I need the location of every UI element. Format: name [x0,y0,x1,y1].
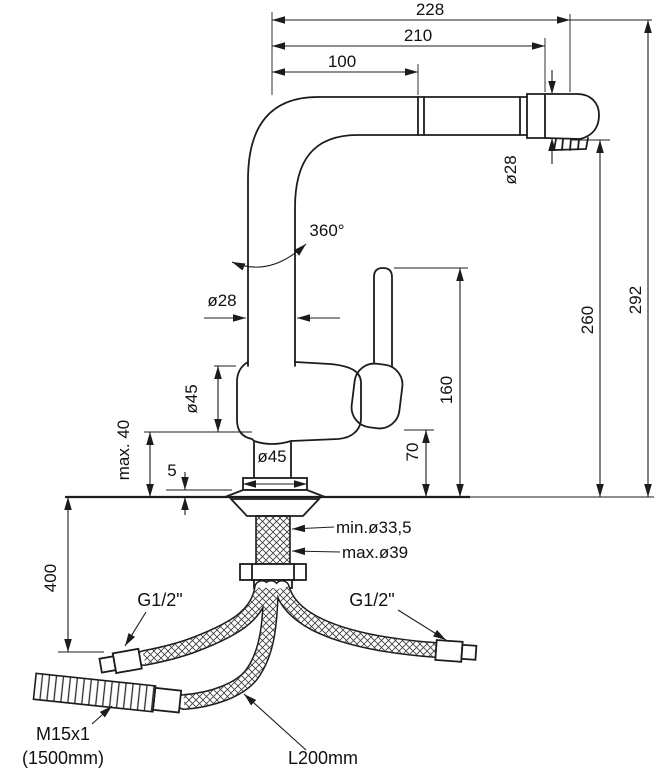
hose-fitting-right [434,639,478,663]
dim-160-label: 160 [437,376,456,404]
g-half-right-label: G1/2" [349,590,394,610]
dim-70-label: 70 [403,443,422,462]
max-40-label: max. 40 [114,420,133,480]
dim-100-label: 100 [328,52,356,71]
mounting-nut [239,563,307,581]
spray-head [544,93,600,151]
g-half-left-label: G1/2" [137,590,182,610]
dim-228-label: 228 [416,0,444,19]
dia-45-body-label: ø45 [182,384,201,413]
dia-28-spray-label: ø28 [501,155,520,184]
dim-210-label: 210 [404,26,432,45]
m15x1-length-label: (1500mm) [22,748,104,768]
handle-lever [350,267,404,430]
dimension-lines [58,12,652,751]
faucet-body [224,361,362,498]
hole-min-label: min.ø33,5 [336,518,412,537]
faucet-spout [247,93,546,367]
dim-292-label: 292 [626,286,645,314]
dimension-labels: 228 210 100 292 260 ø28 ø28 ø45 max. 40 … [22,0,645,768]
hole-max-label: max.ø39 [342,543,408,562]
corrugated-hose [32,672,157,713]
dim-400-label: 400 [41,564,60,592]
mounting-hardware [228,498,322,589]
dia-45-base-label: ø45 [257,447,286,466]
pullout-hose [32,672,183,714]
dia-28-column-label: ø28 [207,291,236,310]
supply-hoses [32,580,478,714]
rotation-360-label: 360° [309,221,344,240]
dim-260-label: 260 [578,306,597,334]
dim-5-label: 5 [167,461,176,480]
hose-fitting-left [98,647,143,675]
l200mm-label: L200mm [288,748,358,768]
m15x1-label: M15x1 [36,724,90,744]
threaded-shank [255,515,291,565]
rotation-arrow [231,243,307,271]
